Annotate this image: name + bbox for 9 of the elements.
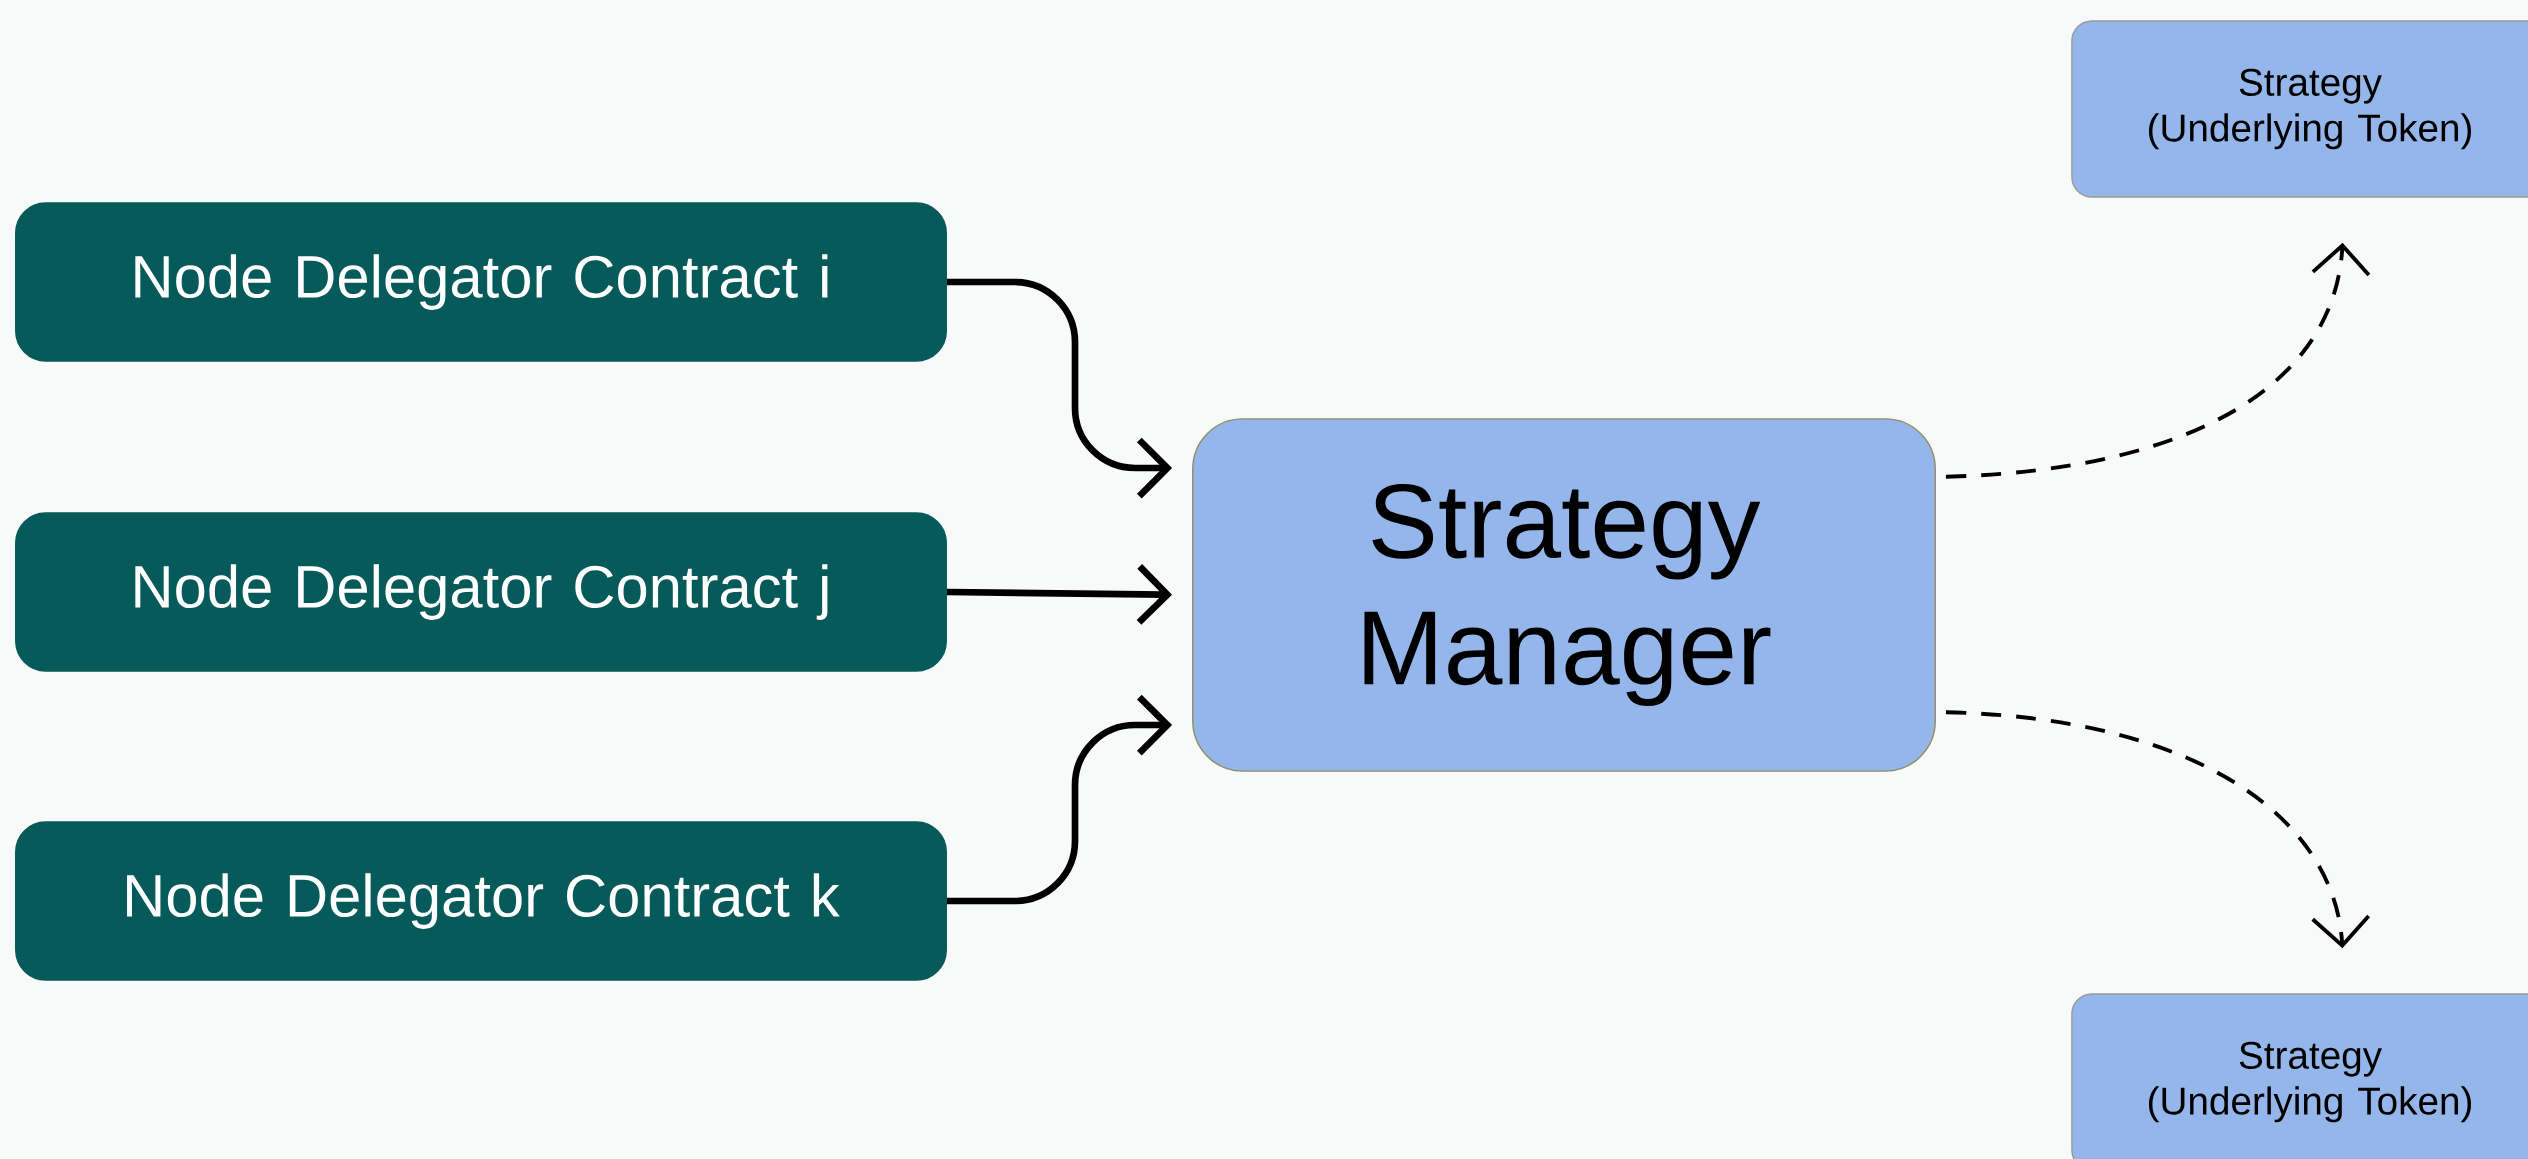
- dashed-arrow: [1945, 242, 2371, 479]
- strategy-box: Strategy (Underlying Token): [2071, 20, 2528, 198]
- arrow: [946, 564, 1173, 625]
- strategy-box: Strategy (Underlying Token): [2071, 993, 2528, 1159]
- contract-box: Node Delegator Contract i: [15, 202, 947, 362]
- contract-box: Node Delegator Contract k: [15, 821, 947, 981]
- dashed-arrow: [1945, 710, 2371, 949]
- contract-box: Node Delegator Contract j: [15, 512, 947, 672]
- manager-box: Strategy Manager: [1192, 418, 1936, 772]
